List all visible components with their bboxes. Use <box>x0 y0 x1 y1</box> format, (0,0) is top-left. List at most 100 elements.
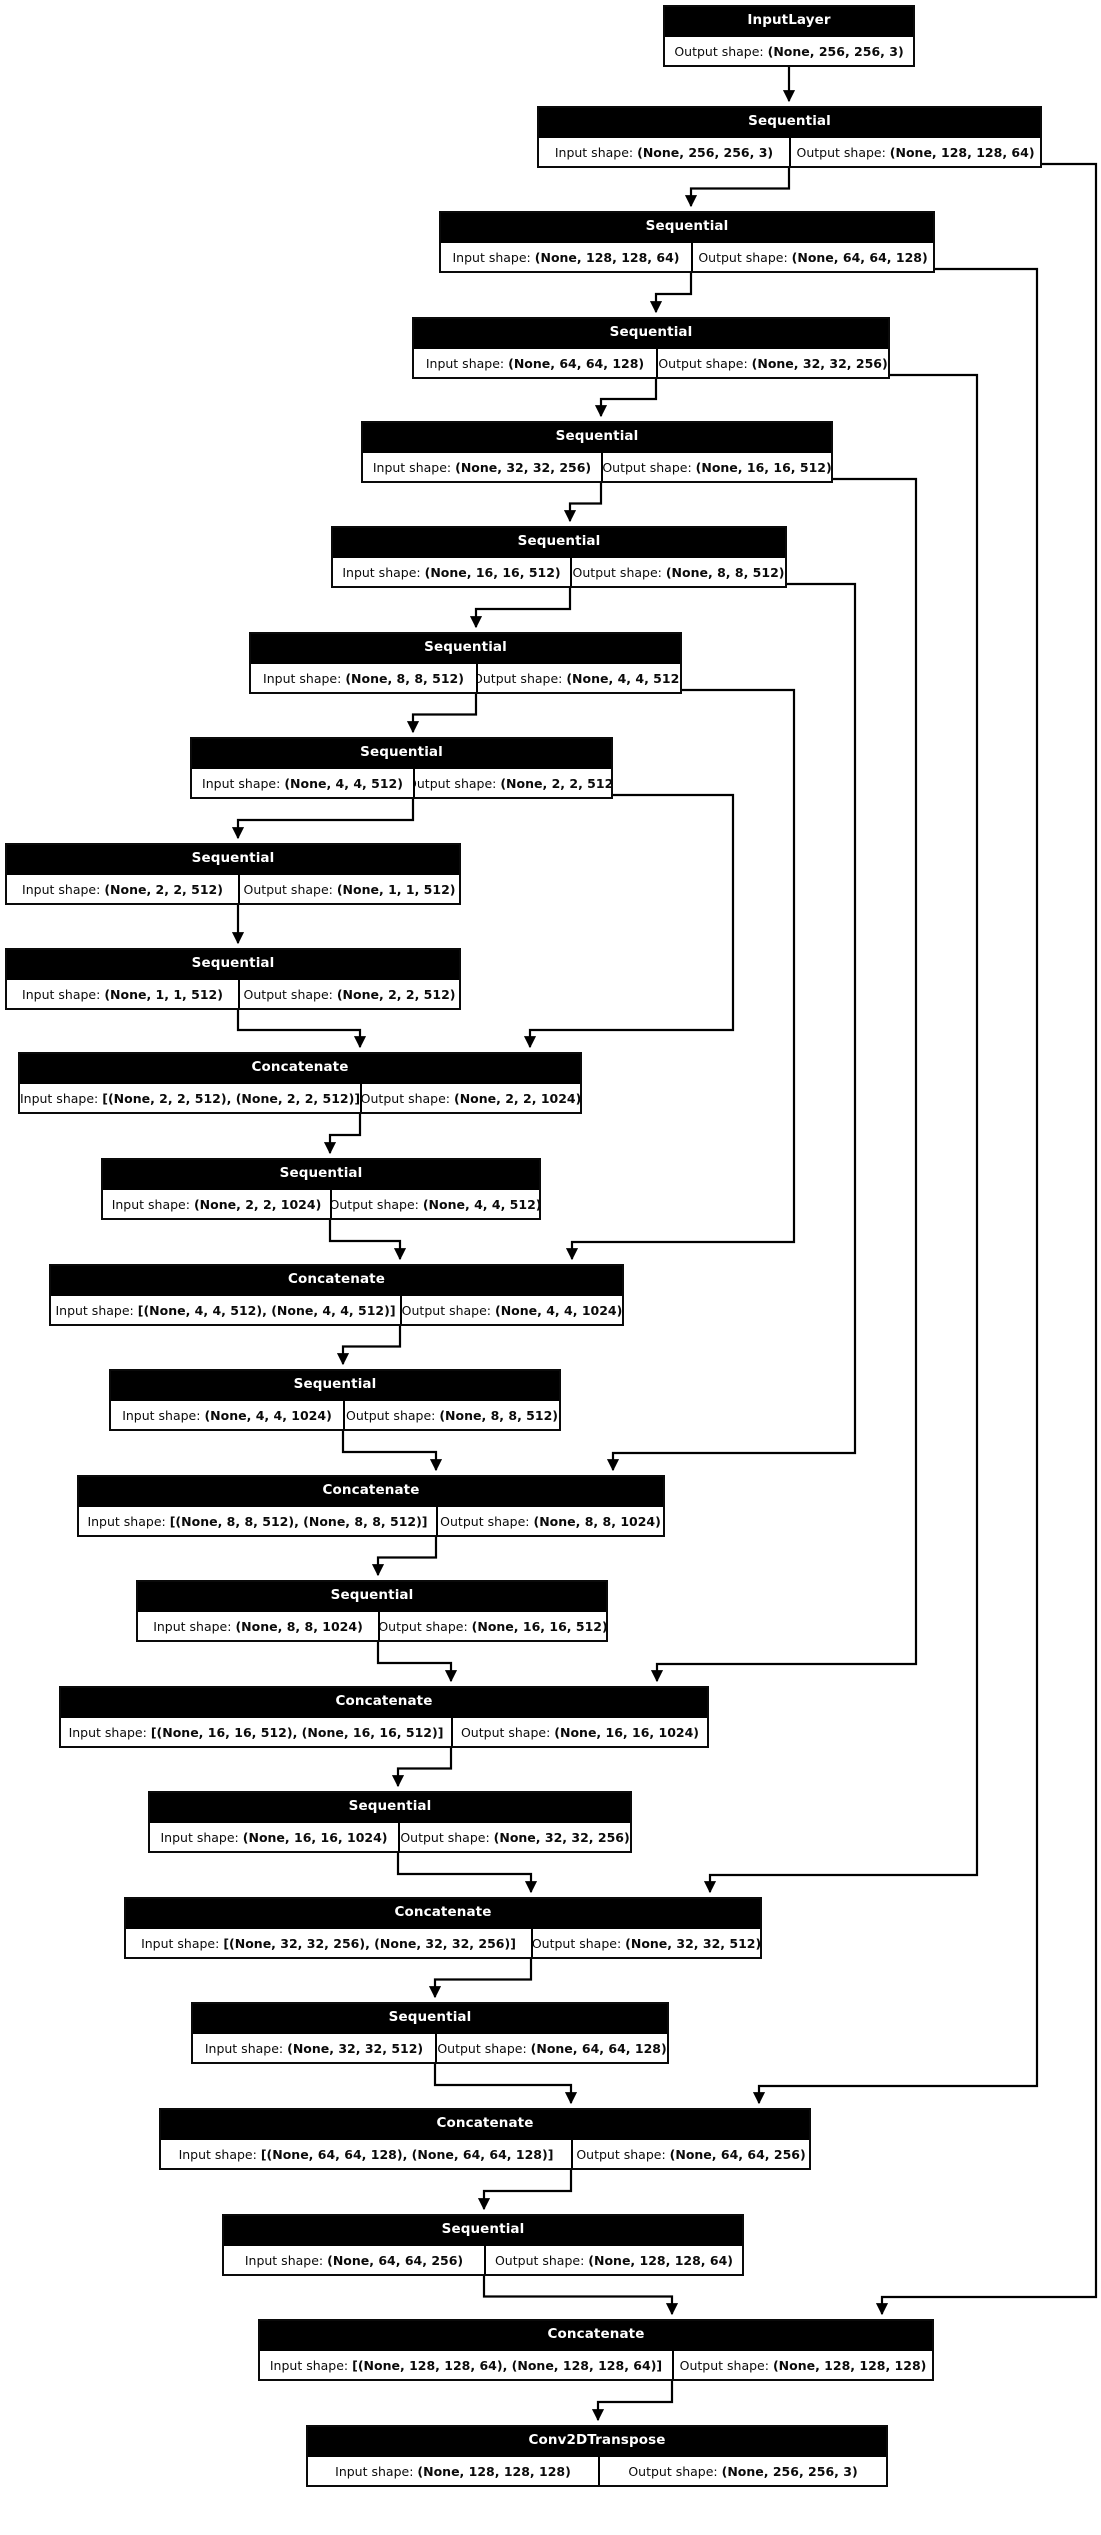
node-title: Sequential <box>414 319 888 347</box>
edge-group <box>231 65 1098 2422</box>
node-output-shape: Output shape: (None, 2, 2, 512) <box>413 769 611 797</box>
node-title: Concatenate <box>161 2110 809 2138</box>
edge <box>391 1746 453 1788</box>
node-output-shape: Output shape: (None, 8, 8, 512) <box>343 1401 559 1429</box>
node-input-shape: Input shape: (None, 128, 128, 128) <box>335 2463 571 2479</box>
node-input-shape: Input shape: (None, 128, 128, 64) <box>452 249 680 265</box>
edge <box>469 586 572 629</box>
node-input-shape: Input shape: (None, 32, 32, 256) <box>372 459 592 475</box>
node-title: Concatenate <box>126 1899 760 1927</box>
node-shapes: Input shape: (None, 16, 16, 1024) Output … <box>150 1821 630 1851</box>
node-shapes: Input shape: (None, 64, 64, 256)Output s… <box>224 2244 742 2274</box>
node-input-shape: Input shape: [(None, 2, 2, 512), (None, … <box>20 1090 360 1106</box>
edge <box>396 1851 538 1894</box>
node-title: Sequential <box>150 1793 630 1821</box>
edge <box>341 1429 443 1472</box>
node-input-shape: Input shape: [(None, 128, 128, 64), (Non… <box>269 2357 663 2373</box>
node-title: Sequential <box>7 950 459 978</box>
node-title: Concatenate <box>61 1688 707 1716</box>
edge <box>328 1218 407 1261</box>
node-shapes: Input shape: (None, 4, 4, 1024) Output sh… <box>111 1399 559 1429</box>
node-title: Sequential <box>333 528 785 556</box>
edge <box>523 793 735 1049</box>
node-shapes: Input shape: [(None, 128, 128, 64), (Non… <box>260 2349 932 2379</box>
node-input-shape: Input shape: (None, 4, 4, 512) <box>202 775 403 791</box>
node-title: Sequential <box>224 2216 742 2244</box>
node-input-shape: Input shape: (None, 256, 256, 3) <box>554 144 774 160</box>
edge <box>477 2168 573 2211</box>
node-shapes: Input shape: [(None, 2, 2, 512), (None, … <box>20 1082 580 1112</box>
node-input-shape: Input shape: (None, 4, 4, 1024) <box>122 1407 332 1423</box>
node-output-shape: Output shape: (None, 32, 32, 256) <box>398 1823 630 1851</box>
node-input-shape: Input shape: (None, 64, 64, 256) <box>244 2252 464 2268</box>
node-output-shape: Output shape: (None, 2, 2, 512) <box>238 980 459 1008</box>
node-output-shape: Output shape: (None, 2, 2, 1024) <box>360 1084 580 1112</box>
edge <box>428 1957 533 1999</box>
node-output-shape: Output shape: (None, 256, 256, 3) <box>598 2457 886 2485</box>
node-output-shape: Output shape: (None, 64, 64, 256) <box>571 2140 809 2168</box>
edge <box>649 271 693 314</box>
node-shapes: Input shape: (None, 32, 32, 512)Output s… <box>193 2032 667 2062</box>
node-output-shape: Output shape: (None, 128, 128, 64) <box>789 138 1040 166</box>
node-input-shape: Input shape: [(None, 32, 32, 256), (None… <box>141 1935 516 1951</box>
edge <box>563 481 603 523</box>
node-title: Conv2DTranspose <box>308 2427 886 2455</box>
node-shapes: Input shape: (None, 16, 16, 512)Output s… <box>333 556 785 586</box>
node-title: Concatenate <box>51 1266 622 1294</box>
node-input-shape: Input shape: (None, 8, 8, 1024) <box>153 1618 363 1634</box>
node-output-shape: Output shape: (None, 4, 4, 512) <box>330 1190 539 1218</box>
node-input-shape: Input shape: [(None, 4, 4, 512), (None, … <box>55 1302 396 1318</box>
edge <box>482 2274 679 2316</box>
node-title: Sequential <box>103 1160 539 1188</box>
node-title: Concatenate <box>79 1477 663 1505</box>
node-shapes: Input shape: [(None, 16, 16, 512), (None… <box>61 1716 707 1746</box>
node-output-shape: Output shape: (None, 8, 8, 1024) <box>436 1507 663 1535</box>
edge <box>650 477 918 1683</box>
edge <box>433 2062 578 2105</box>
node-input-shape: Input shape: (None, 8, 8, 512) <box>263 670 464 686</box>
node-input-shape: Input shape: [(None, 8, 8, 512), (None, … <box>87 1513 428 1529</box>
edge <box>376 1640 458 1683</box>
node-title: Concatenate <box>260 2321 932 2349</box>
node-input-shape: Input shape: (None, 16, 16, 512) <box>342 564 561 580</box>
node-shapes: Input shape: (None, 4, 4, 512) Output sha… <box>192 767 611 797</box>
node-output-shape: Output shape: (None, 1, 1, 512) <box>238 875 459 903</box>
node-input-shape: Input shape: (None, 2, 2, 512) <box>22 881 223 897</box>
edge <box>606 582 857 1472</box>
node-shapes: Output shape: (None, 256, 256, 3) <box>665 35 913 65</box>
node-input-shape: Input shape: (None, 64, 64, 128) <box>425 355 645 371</box>
node-input-shape: Input shape: (None, 16, 16, 1024) <box>160 1829 388 1845</box>
node-output-shape: Output shape: (None, 4, 4, 512) <box>476 664 680 692</box>
node-title: Sequential <box>192 739 611 767</box>
edge <box>236 1008 367 1049</box>
node-output-shape: Output shape: (None, 16, 16, 512) <box>601 453 831 481</box>
node-output-shape: Output shape: (None, 128, 128, 128) <box>672 2351 932 2379</box>
node-output-shape: Output shape: (None, 4, 4, 1024) <box>400 1296 622 1324</box>
node-output-shape: Output shape: (None, 32, 32, 256) <box>656 349 888 377</box>
node-output-shape: Output shape: (None, 16, 16, 1024) <box>451 1718 707 1746</box>
